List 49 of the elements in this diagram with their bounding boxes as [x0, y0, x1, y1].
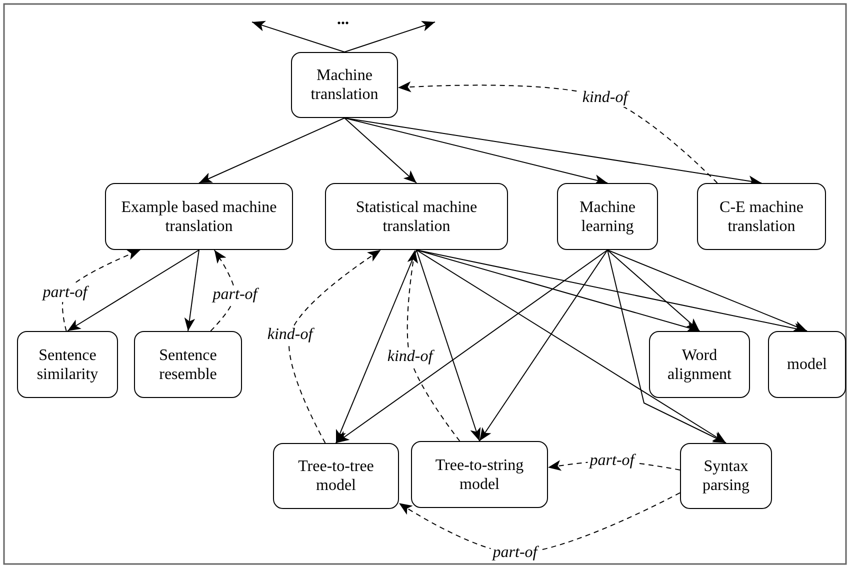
arrow: [198, 118, 345, 184]
rounded-box: [768, 331, 846, 398]
arrow: [67, 250, 200, 332]
rounded-box: [291, 52, 398, 118]
node-label: Word alignment: [666, 346, 732, 384]
node-label: Example based machine translation: [120, 198, 278, 236]
dashed-arrow: [288, 250, 382, 444]
edge-label: kind-of: [580, 89, 630, 107]
arrow: [607, 250, 726, 444]
rounded-box: [411, 441, 548, 508]
arrow: [607, 250, 700, 332]
node-label: Machine learning: [578, 198, 636, 236]
edge-label: part-of: [40, 284, 90, 302]
node-label: Tree-to-string model: [434, 456, 525, 494]
rounded-box: [680, 443, 772, 509]
node-label: Sentence resemble: [158, 346, 218, 384]
rounded-box: [649, 331, 750, 398]
node-label: Statistical machine translation: [354, 198, 478, 236]
arrow: [416, 250, 726, 444]
node-label: Machine translation: [310, 66, 380, 104]
arrow: [416, 250, 481, 442]
rounded-box: [17, 331, 118, 398]
rounded-box: [134, 331, 242, 398]
edge-label: part-of: [588, 452, 636, 470]
arrow: [479, 250, 608, 442]
rounded-box: [273, 443, 399, 509]
rounded-box: [557, 183, 658, 250]
dashed-arrow: [406, 250, 460, 442]
arrow: [344, 118, 417, 184]
arrow: [184, 250, 200, 332]
node-label: Syntax parsing: [701, 457, 751, 495]
node-label: Tree-to-tree model: [297, 457, 375, 495]
edge-label: kind-of: [385, 348, 435, 366]
edge-label: part-of: [490, 544, 540, 562]
edge-label: kind-of: [265, 326, 315, 344]
arrow: [344, 20, 436, 52]
arrow: [252, 20, 345, 52]
rounded-box: [325, 183, 508, 250]
edge-label: part-of: [210, 286, 260, 304]
node-label: Sentence similarity: [36, 346, 100, 384]
node-label: C-E machine translation: [718, 198, 804, 236]
node-label: model: [787, 355, 827, 374]
arrow: [607, 250, 808, 332]
rounded-box: [105, 183, 293, 250]
rounded-box: [697, 183, 826, 250]
arrow: [336, 250, 608, 444]
arrow: [344, 118, 608, 186]
ellipsis-label: ...: [337, 11, 349, 29]
arrow: [336, 250, 417, 444]
